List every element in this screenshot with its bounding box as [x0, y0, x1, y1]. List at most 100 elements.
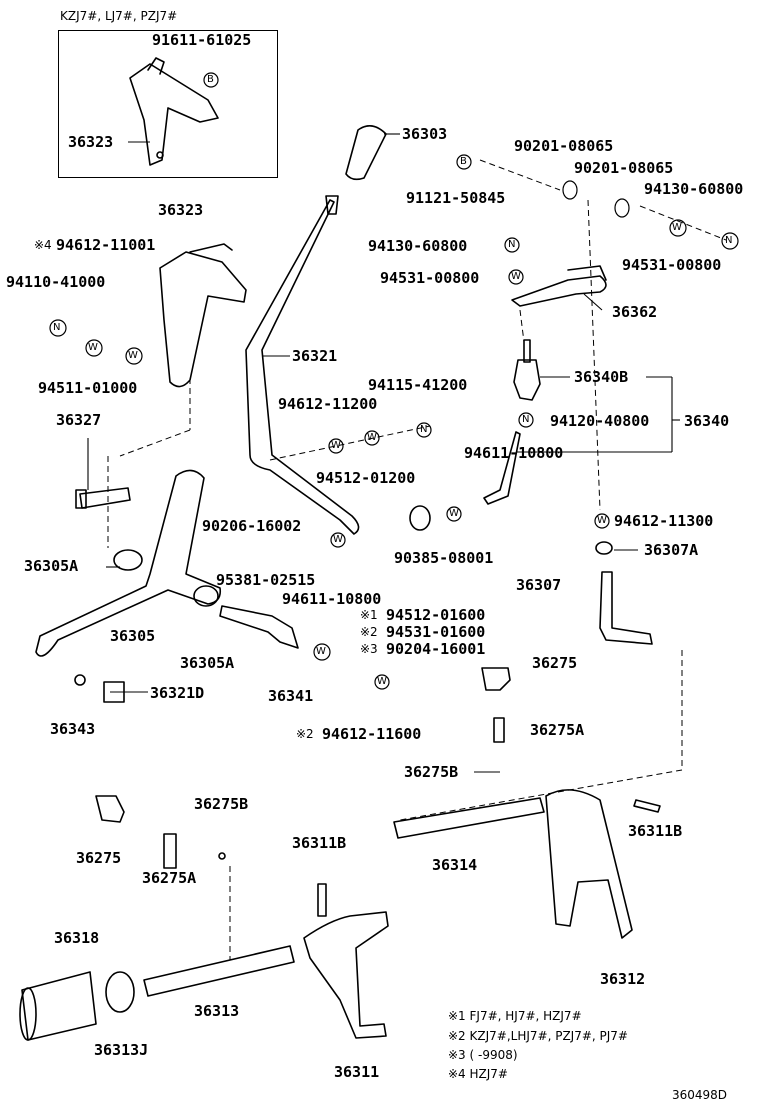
- bracket-drawing: [159, 251, 247, 388]
- symbol-w-5: W: [331, 440, 341, 451]
- label-94512-01200: 94512-01200: [316, 469, 416, 487]
- inset-title: KZJ7#, LJ7#, PZJ7#: [60, 9, 178, 23]
- nut-symbol-1: [721, 232, 739, 250]
- label-91121-50845: 91121-50845: [406, 189, 506, 207]
- inset-box: [58, 30, 278, 178]
- symbol-n-2: N: [508, 239, 516, 250]
- symbol-w-6: W: [367, 432, 377, 443]
- label-94612-11001: 94612-11001: [56, 236, 156, 254]
- label-94612-11200: 94612-11200: [278, 395, 378, 413]
- label-36340: 36340: [684, 412, 730, 430]
- label-36327: 36327: [56, 411, 102, 429]
- label-36323: 36323: [158, 201, 204, 219]
- label-36313J: 36313J: [94, 1041, 149, 1059]
- washer-symbol-7: [446, 506, 462, 522]
- label-36321: 36321: [292, 347, 338, 365]
- label-94531-a: 94531-00800: [380, 269, 480, 287]
- note-3: ※3 ( -9908): [448, 1048, 518, 1062]
- label-36305A-left: 36305A: [24, 557, 79, 575]
- label-36362: 36362: [612, 303, 658, 321]
- label-36303: 36303: [402, 125, 448, 143]
- arm-drawing: [511, 275, 607, 307]
- mark-3: ※3: [360, 642, 378, 656]
- label-94611-a: 94611-10800: [464, 444, 564, 462]
- label-94611-b: 94611-10800: [282, 590, 382, 608]
- nut-symbol-3: [49, 319, 67, 337]
- label-94110-41000: 94110-41000: [6, 273, 106, 291]
- label-94612-11600: 94612-11600: [322, 725, 422, 743]
- symbol-b: B: [460, 156, 467, 167]
- nut-symbol-4: [416, 422, 432, 438]
- shift-lever-drawing: [245, 199, 360, 535]
- rod-drawing: [393, 797, 545, 839]
- symbol-w-3: W: [88, 342, 98, 353]
- washer-symbol-10: [313, 643, 331, 661]
- shift-rod-drawing: [143, 945, 295, 997]
- symbol-w-11: W: [377, 676, 387, 687]
- washer-symbol-11: [374, 674, 390, 690]
- symbol-n-3: N: [53, 322, 61, 333]
- washer-drawing-2: [614, 198, 630, 218]
- symbol-w-1: W: [672, 222, 682, 233]
- label-90201-a: 90201-08065: [514, 137, 614, 155]
- fork-lower-drawing: [303, 911, 389, 1039]
- symbol-w-8: W: [333, 534, 343, 545]
- mark-2: ※2: [360, 625, 378, 639]
- label-90385-08001: 90385-08001: [394, 549, 494, 567]
- label-36311B: 36311B: [628, 822, 683, 840]
- washer-symbol-4: [125, 347, 143, 365]
- bolt-symbol-inset: [203, 72, 219, 88]
- symbol-w-9: W: [597, 515, 607, 526]
- label-94512-01600: 94512-01600: [386, 606, 486, 624]
- washer-symbol-8: [330, 532, 346, 548]
- label-36307: 36307: [516, 576, 562, 594]
- label-94130-b: 94130-60800: [368, 237, 468, 255]
- symbol-n-1: N: [725, 235, 733, 246]
- label-90201-b: 90201-08065: [574, 159, 674, 177]
- symbol-n-5: N: [522, 414, 530, 425]
- label-36275-2: 36275: [76, 849, 122, 867]
- label-36343: 36343: [50, 720, 96, 738]
- shift-shaft-drawing: [35, 469, 222, 657]
- label-94531-01600: 94531-01600: [386, 623, 486, 641]
- symbol-b-inset: B: [207, 74, 214, 85]
- washer-symbol-2: [508, 269, 524, 285]
- label-90204-16001: 90204-16001: [386, 640, 486, 658]
- nut-symbol-5: [518, 412, 534, 428]
- label-94130-a: 94130-60800: [644, 180, 744, 198]
- diagram-id: 360498D: [672, 1088, 728, 1102]
- label-94511-01000: 94511-01000: [38, 379, 138, 397]
- washer-drawing-1: [562, 180, 578, 200]
- note-1: ※1 FJ7#, HJ7#, HZJ7#: [448, 1009, 582, 1023]
- label-36313: 36313: [194, 1002, 240, 1020]
- washer-symbol-3: [85, 339, 103, 357]
- mark-2b: ※2: [296, 727, 314, 741]
- label-36275B: 36275B: [404, 763, 459, 781]
- label-36312: 36312: [600, 970, 646, 988]
- fork-upper-drawing: [545, 789, 633, 939]
- boot-drawing: [21, 971, 97, 1041]
- label-94612-11300: 94612-11300: [614, 512, 714, 530]
- bolt-symbol: [456, 154, 472, 170]
- mark-1: ※1: [360, 608, 378, 622]
- washer-symbol-5: [328, 438, 344, 454]
- label-95381-02515: 95381-02515: [216, 571, 316, 589]
- symbol-w-7: W: [449, 508, 459, 519]
- label-36275: 36275: [532, 654, 578, 672]
- label-36275B-2: 36275B: [194, 795, 249, 813]
- note-4: ※4 HZJ7#: [448, 1067, 508, 1081]
- label-36321D: 36321D: [150, 684, 205, 702]
- label-94120-40800: 94120-40800: [550, 412, 650, 430]
- adjust-bolt-drawing: [219, 605, 299, 649]
- washer-symbol-1: [669, 219, 687, 237]
- symbol-w-4: W: [128, 350, 138, 361]
- symbol-w-10: W: [316, 646, 326, 657]
- label-90206-16002: 90206-16002: [202, 517, 302, 535]
- note-2: ※2 KZJ7#,LHJ7#, PZJ7#, PJ7#: [448, 1029, 628, 1043]
- label-36275A: 36275A: [530, 721, 585, 739]
- label-36311: 36311: [334, 1063, 380, 1081]
- label-36341: 36341: [268, 687, 314, 705]
- label-94531-b: 94531-00800: [622, 256, 722, 274]
- label-91611-61025: 91611-61025: [152, 31, 252, 49]
